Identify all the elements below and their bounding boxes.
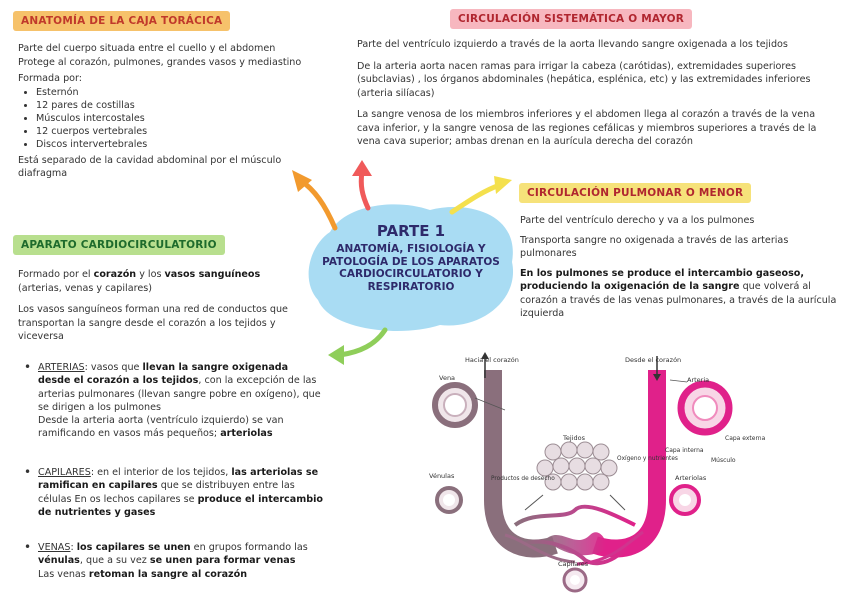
label-tejidos: Tejidos — [562, 434, 586, 442]
label-capa-externa: Capa externa — [725, 435, 766, 442]
center-line-4: RESPIRATORIO — [367, 280, 455, 293]
parte-label: PARTE 1 — [376, 222, 446, 240]
sistemica-p1: Parte del ventrículo izquierdo a través … — [357, 39, 788, 50]
arrow-yellow — [449, 182, 503, 215]
list-item: Discos intervertebrales — [36, 138, 308, 151]
pulmonar-p3: En los pulmones se produce el intercambi… — [520, 267, 837, 320]
label-oxigeno: Oxígeno y nutrientes — [617, 455, 678, 462]
vein-cross-section — [432, 382, 478, 428]
caja-p2: Protege al corazón, pulmones, grandes va… — [18, 56, 302, 68]
pulmonar-tag: CIRCULACIÓN PULMONAR O MENOR — [519, 183, 752, 203]
caja-toracica-text: Parte del cuerpo situada entre el cuello… — [18, 42, 308, 185]
list-item: Músculos intercostales — [36, 112, 308, 125]
pulmonar-text: Parte del ventrículo derecho y va a los … — [520, 214, 838, 325]
aparato-p2: Los vasos sanguíneos forman una red de c… — [18, 304, 288, 342]
capillary-bed — [545, 532, 607, 556]
caja-toracica-tag: ANATOMÍA DE LA CAJA TORÁCICA — [13, 11, 231, 31]
pulmonar-p1: Parte del ventrículo derecho y va a los … — [520, 215, 755, 226]
capillary-cross-section — [562, 567, 588, 593]
label-productos: Productos de desecho — [491, 476, 555, 482]
caja-p1: Parte del cuerpo situada entre el cuello… — [18, 43, 276, 54]
tissue-cells — [536, 441, 618, 491]
center-line-1: ANATOMÍA, FISIOLOGÍA Y — [336, 243, 486, 255]
sistemica-p2: De la arteria aorta nacen ramas para irr… — [357, 60, 811, 99]
caja-formada: Formada por: — [18, 73, 83, 84]
label-hacia: Hacia el corazón — [465, 356, 519, 364]
arrow-green — [337, 327, 388, 358]
label-venulas: Vénulas — [429, 472, 455, 480]
arterias-item: • ARTERIAS: vasos que llevan la sangre o… — [24, 360, 321, 440]
label-capa-interna: Capa interna — [665, 447, 704, 454]
list-item: Esternón — [36, 86, 308, 99]
arrow-red — [358, 169, 371, 211]
arteriole-cross-section — [669, 484, 701, 516]
center-blob — [308, 204, 514, 332]
venas-item: • VENAS: los capilares se unen en grupos… — [24, 540, 308, 580]
label-musculo: Músculo — [711, 457, 736, 464]
center-line-3: CARDIOCIRCULATORIO Y — [339, 268, 483, 280]
sistemica-p3: La sangre venosa de los miembros inferio… — [357, 109, 817, 147]
sistemica-text: Parte del ventrículo izquierdo a través … — [357, 38, 835, 153]
capilares-item: • CAPILARES: en el interior de los tejid… — [24, 465, 323, 518]
pulmonar-p2: Transporta sangre no oxigenada a través … — [520, 234, 789, 260]
venule-cross-section — [435, 486, 463, 514]
center-title: PARTE 1 ANATOMÍA, FISIOLOGÍA Y PATOLOGÍA… — [296, 222, 526, 293]
label-arteria: Arteria — [687, 376, 709, 384]
artery-cross-section — [677, 380, 733, 436]
vein-vessel — [484, 370, 558, 558]
label-vena: Vena — [439, 374, 455, 382]
label-desde: Desde el corazón — [625, 356, 681, 364]
label-arteriolas: Arteriolas — [675, 474, 707, 482]
label-capilares: Capilares — [558, 560, 589, 568]
aparato-intro: Formado por el corazón y los vasos sangu… — [18, 268, 298, 348]
list-item: 12 pares de costillas — [36, 99, 308, 112]
arrow-orange — [297, 177, 338, 231]
aparato-p1: Formado por el corazón y los vasos sangu… — [18, 269, 261, 294]
vessel-diagram: Hacia el corazón Desde el corazón Vena A… — [429, 352, 766, 593]
caja-list: Esternón 12 pares de costillas Músculos … — [18, 86, 308, 151]
sistemica-tag: CIRCULACIÓN SISTEMÁTICA O MAYOR — [450, 9, 693, 29]
center-line-2: PATOLOGÍA DE LOS APARATOS — [322, 255, 500, 268]
aparato-tag: APARATO CARDIOCIRCULATORIO — [13, 235, 225, 255]
list-item: 12 cuerpos vertebrales — [36, 125, 308, 138]
caja-p3: Está separado de la cavidad abdominal po… — [18, 154, 282, 180]
